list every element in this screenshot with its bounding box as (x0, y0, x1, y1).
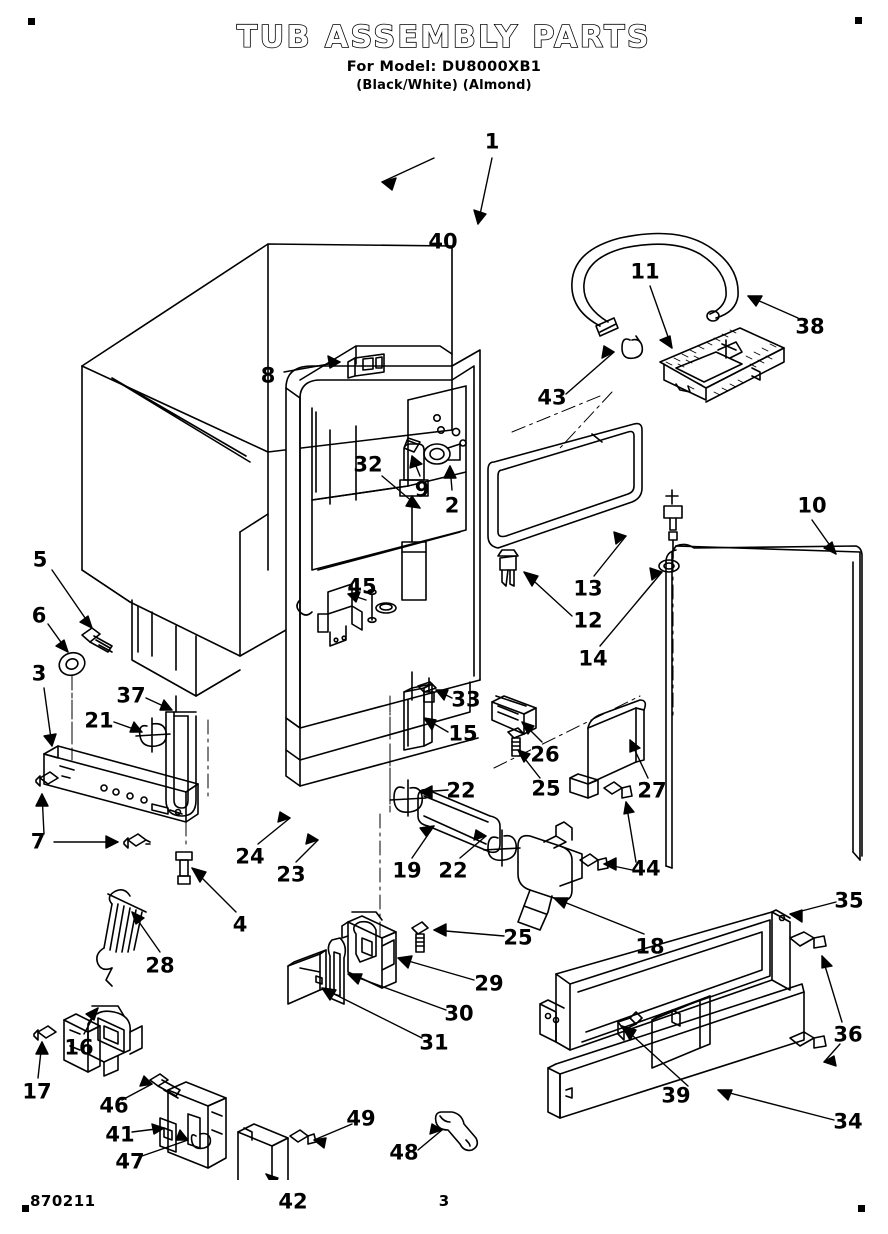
callout-number-15: 15 (448, 721, 478, 746)
callout-number-43: 43 (537, 385, 567, 410)
finish-line: (Black/White) (Almond) (356, 77, 532, 93)
callout-number-4: 4 (232, 912, 248, 937)
callout-number-44: 44 (631, 856, 661, 881)
callout-number-47: 47 (115, 1149, 145, 1174)
callout-number-3: 3 (31, 661, 47, 686)
callout-number-18: 18 (635, 934, 665, 959)
callout-number-25b: 25 (503, 925, 533, 950)
callout-number-34: 34 (833, 1109, 863, 1134)
callout-number-13: 13 (573, 576, 603, 601)
callout-number-6: 6 (31, 603, 47, 628)
callout-number-10: 10 (797, 493, 827, 518)
callout-number-12: 12 (573, 608, 603, 633)
callout-number-35: 35 (834, 888, 864, 913)
callout-number-46: 46 (99, 1093, 129, 1118)
callout-number-37: 37 (116, 683, 146, 708)
callout-number-8: 8 (260, 363, 276, 388)
callout-number-7: 7 (30, 829, 46, 854)
model-line: For Model: DU8000XB1 (346, 58, 542, 75)
callout-number-14: 14 (578, 646, 608, 671)
registration-mark-bottom-left (22, 1205, 29, 1212)
callout-number-2: 2 (444, 493, 460, 518)
callout-number-24: 24 (235, 844, 265, 869)
callout-number-22: 22 (446, 778, 476, 803)
publication-number: 870211 (30, 1192, 96, 1210)
registration-mark-bottom-right (858, 1205, 865, 1212)
callout-number-22b: 22 (438, 858, 468, 883)
callout-number-23: 23 (276, 862, 306, 887)
callout-number-48: 48 (389, 1140, 419, 1165)
callout-number-25: 25 (531, 776, 561, 801)
callout-number-17: 17 (22, 1079, 52, 1104)
callout-number-49: 49 (346, 1106, 376, 1131)
page-title: TUB ASSEMBLY PARTS (236, 20, 652, 55)
callout-number-27: 27 (637, 778, 667, 803)
callout-number-42: 42 (278, 1189, 308, 1214)
callout-number-29: 29 (474, 971, 504, 996)
diagram-linework (33, 157, 863, 1180)
callout-number-26: 26 (530, 742, 560, 767)
registration-mark-top-left (28, 18, 35, 25)
callout-number-40: 40 (428, 229, 458, 254)
sheet-header: TUB ASSEMBLY PARTS For Model: DU8000XB1 … (0, 20, 888, 93)
callout-number-9: 9 (414, 477, 430, 502)
callout-number-36: 36 (833, 1022, 863, 1047)
registration-mark-top-right (855, 17, 862, 24)
callout-number-30: 30 (444, 1001, 474, 1026)
callout-number-1: 1 (484, 129, 500, 154)
callout-number-31: 31 (419, 1030, 449, 1055)
page-number: 3 (438, 1192, 450, 1210)
callout-number-19: 19 (392, 858, 422, 883)
callout-number-11: 11 (630, 259, 660, 284)
callout-number-21: 21 (84, 708, 114, 733)
sheet-footer: 870211 3 (0, 1192, 888, 1218)
callout-number-5: 5 (32, 547, 48, 572)
callout-number-41: 41 (105, 1122, 135, 1147)
callout-number-39: 39 (661, 1083, 691, 1108)
callout-number-28: 28 (145, 953, 175, 978)
callout-number-38: 38 (795, 314, 825, 339)
callout-number-32: 32 (353, 452, 383, 477)
callout-number-16: 16 (64, 1035, 94, 1060)
callout-number-33: 33 (451, 687, 481, 712)
callout-number-45: 45 (347, 574, 377, 599)
